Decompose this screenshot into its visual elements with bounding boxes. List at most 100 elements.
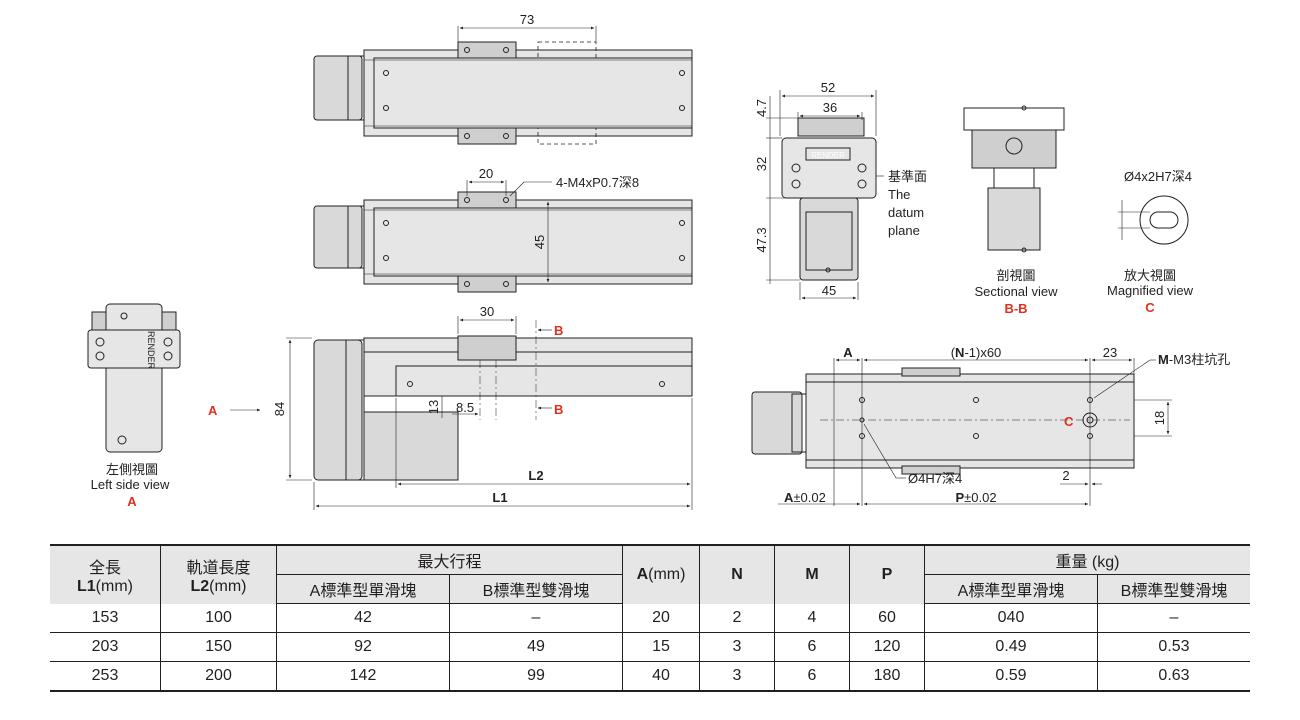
top-view-upper: 73 (313, 12, 693, 145)
header-n-bold: N (731, 565, 743, 583)
dim-13: 13 (426, 400, 441, 414)
dim-73: 73 (520, 12, 534, 27)
dim-pitch: (N-1)x60 (951, 345, 1002, 360)
tol-a: A±0.02 (784, 490, 826, 505)
dim-32: 32 (754, 157, 769, 171)
cell-m: 6 (774, 661, 850, 692)
header-a-bold: A (636, 565, 649, 583)
magnified-tag: C (1145, 300, 1155, 315)
cell-l1: 153 (50, 603, 161, 633)
header-n: N (699, 544, 775, 604)
dim-23: 23 (1103, 345, 1117, 360)
datum-label-en-2: datum (888, 205, 924, 220)
header-l2-cn: 軌道長度 (186, 559, 251, 577)
header-stroke-a: A標準型單滑塊 (276, 574, 450, 604)
dim-4-7: 4.7 (754, 99, 769, 117)
dim-20: 20 (479, 166, 493, 181)
section-title-cn: 剖視圖 (996, 268, 1035, 283)
cell-a: 40 (622, 661, 700, 692)
top-view-lower: 20 4-M4xP0.7深8 45 (313, 166, 693, 293)
header-l1-unit: (mm) (95, 577, 133, 595)
cell-stroke-a: 142 (276, 661, 450, 692)
magnified-view: Ø4x2H7深4 放大視圖 Magnified view C (1107, 169, 1194, 315)
cell-a: 20 (622, 603, 700, 633)
datum-label-cn: 基準面 (888, 169, 927, 184)
tol-p-rest: ±0.02 (964, 490, 996, 505)
dim-8-5: 8.5 (456, 400, 474, 415)
table-row: 203 150 92 49 15 3 6 120 0.49 0.53 (50, 632, 1250, 662)
dim-l1: L1 (492, 490, 507, 505)
header-l1-cn: 全長 (88, 559, 121, 577)
section-mark-b-bottom: B (554, 402, 563, 417)
dim-a-bottom: A (843, 345, 853, 360)
dim-2: 2 (1062, 468, 1069, 483)
header-weight-a: A標準型單滑塊 (924, 574, 1098, 604)
cell-weight-b: – (1097, 603, 1250, 633)
dim-45: 45 (532, 235, 547, 249)
technical-drawing: 73 20 4-M4xP0.7深8 45 (87, 12, 1230, 510)
datum-label-en-3: plane (888, 223, 920, 238)
cell-n: 2 (699, 603, 775, 633)
cell-weight-a: 0.49 (924, 632, 1098, 662)
end-view: RENDER 52 36 4.7 32 47.3 45 基準面 The datu… (754, 80, 927, 300)
tol-a-bold: A (784, 490, 794, 505)
cell-l2: 100 (160, 603, 277, 633)
cell-p: 180 (849, 661, 925, 692)
cell-l1: 253 (50, 661, 161, 692)
header-m: M (774, 544, 850, 604)
dim-l2: L2 (528, 468, 543, 483)
cell-weight-a: 0.59 (924, 661, 1098, 692)
header-stroke: 最大行程 (276, 544, 623, 575)
tol-a-rest: ±0.02 (793, 490, 825, 505)
cell-stroke-b: – (449, 603, 623, 633)
left-view-tag: A (127, 494, 137, 509)
tol-p: P±0.02 (955, 490, 996, 505)
table-row: 253 200 142 99 40 3 6 180 0.59 0.63 (50, 661, 1250, 692)
dim-30: 30 (480, 304, 494, 319)
cell-stroke-a: 92 (276, 632, 450, 662)
header-m-bold: M (805, 565, 819, 583)
dim-52: 52 (821, 80, 835, 95)
left-view-title-cn: 左側視圖 (106, 462, 158, 477)
dim-pitch-rest: -1)x60 (964, 345, 1001, 360)
cell-stroke-b: 99 (449, 661, 623, 692)
magnified-title-cn: 放大視圖 (1124, 268, 1176, 283)
dim-pitch-open: ( (951, 345, 956, 360)
dim-45-end: 45 (822, 283, 836, 298)
table-row: 153 100 42 – 20 2 4 60 040 – (50, 603, 1250, 633)
callout-m-holes: M-M3柱坑孔 (1158, 352, 1230, 367)
section-mark-b-top: B (554, 323, 563, 338)
section-title-en: Sectional view (974, 284, 1058, 299)
cell-m: 4 (774, 603, 850, 633)
cell-n: 3 (699, 632, 775, 662)
dim-pitch-n: N (955, 345, 964, 360)
left-view-title-en: Left side view (91, 477, 170, 492)
left-view-brand: RENDER (146, 331, 156, 370)
cell-weight-b: 0.53 (1097, 632, 1250, 662)
bottom-view: A (N-1)x60 23 M-M3柱坑孔 18 C Ø4H7深4 2 A±0.… (751, 345, 1230, 506)
dim-47-3: 47.3 (754, 227, 769, 252)
callout-m-rest: -M3柱坑孔 (1169, 352, 1230, 367)
cell-weight-a: 040 (924, 603, 1098, 633)
magnified-title-en: Magnified view (1107, 283, 1194, 298)
header-p-bold: P (881, 565, 893, 583)
datum-label-en-1: The (888, 187, 910, 202)
cell-a: 15 (622, 632, 700, 662)
cell-l2: 150 (160, 632, 277, 662)
section-view: 剖視圖 Sectional view B-B (963, 105, 1065, 316)
callout-m-bold: M (1158, 352, 1169, 367)
cell-l1: 203 (50, 632, 161, 662)
tol-p-bold: P (955, 490, 964, 505)
header-l2-unit: (mm) (209, 577, 247, 595)
front-view: 30 B B 13 8.5 84 A L2 L1 (208, 304, 693, 510)
view-arrow-a: A (208, 403, 218, 418)
cell-p: 60 (849, 603, 925, 633)
header-l2-bold: L2 (190, 577, 210, 595)
marker-c: C (1064, 414, 1074, 429)
dim-36: 36 (823, 100, 837, 115)
section-tag: B-B (1004, 301, 1027, 316)
header-stroke-b: B標準型雙滑塊 (449, 574, 623, 604)
